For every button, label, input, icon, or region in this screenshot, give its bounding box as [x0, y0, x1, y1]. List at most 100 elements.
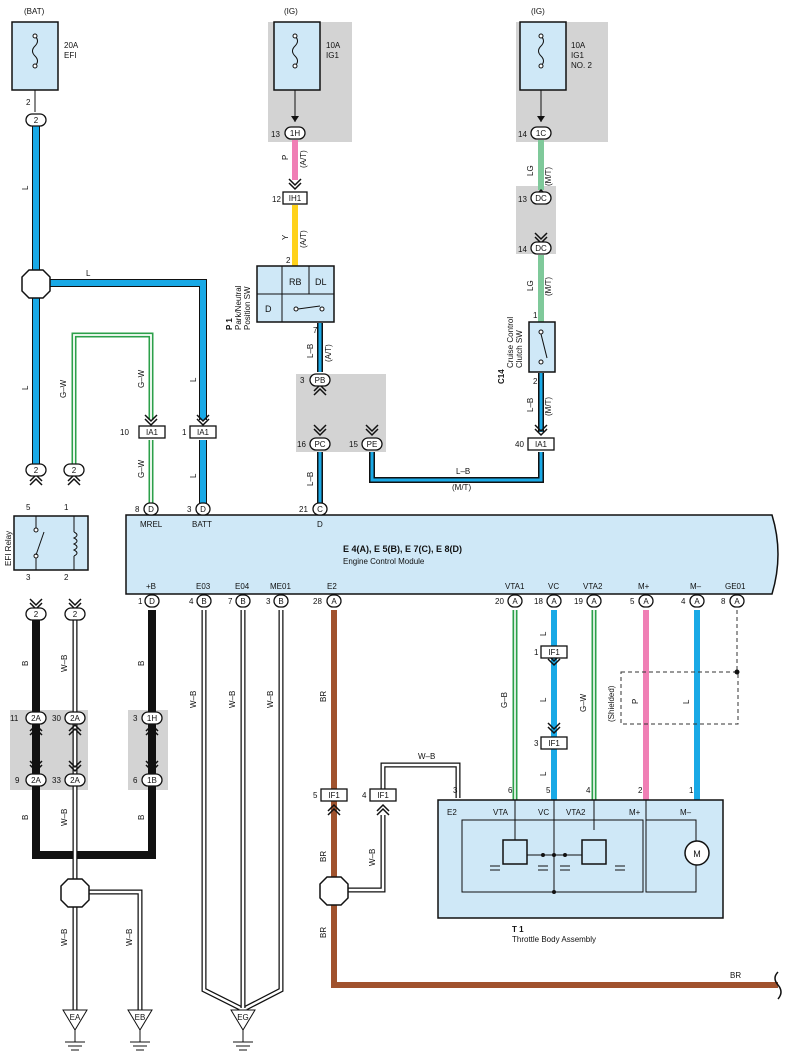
pin-3-me01: 3 [266, 597, 271, 606]
wire-label-b-1: B [21, 661, 30, 666]
wire-label-w-b-5: W–B [189, 691, 198, 708]
wire-label-g-w-2: G–W [137, 369, 146, 388]
conn-2a-b: 2A [70, 714, 80, 723]
ecm-pin-b: +B [146, 582, 156, 591]
ground-eb-label: EB [135, 1013, 146, 1022]
pin-2-mp: 2 [638, 786, 643, 795]
cruise-sw-name1: Cruise Control [506, 317, 515, 368]
ecm-pin-mp: M+ [638, 582, 650, 591]
fuse-ig1 [273, 21, 321, 122]
conn-2-low-b: 2 [73, 610, 78, 619]
pin-6-vta: 6 [508, 786, 513, 795]
pin-7: 7 [313, 326, 318, 335]
wire-w-b-ground [72, 889, 143, 1010]
shield-label: (Shielded) [607, 685, 616, 722]
conn-d-b: D [149, 597, 155, 606]
wire-label-mt-2: (M/T) [544, 277, 553, 296]
conn-c-d: C [317, 505, 323, 514]
conn-a-ge01: A [734, 597, 740, 606]
park-sw-dl: DL [315, 277, 327, 287]
ground-ea-label: EA [70, 1013, 81, 1022]
ecm-pin-mrel: MREL [140, 520, 163, 529]
pin-14-dc: 14 [518, 245, 527, 254]
fuse-ig1-name: IG1 [326, 51, 339, 60]
pin-21: 21 [299, 505, 308, 514]
inline-connectors [138, 191, 568, 802]
wire-label-l-b-1: L–B [306, 344, 315, 358]
conn-2: 2 [34, 116, 39, 125]
conn-a-mm: A [694, 597, 700, 606]
wire-label-b-4: B [137, 815, 146, 820]
fuse-ig1-amp: 10A [326, 41, 341, 50]
wire-label-b-3: B [21, 815, 30, 820]
ecm-pin-e04: E04 [235, 582, 250, 591]
wire-label-w-b-3: W–B [60, 929, 69, 946]
efi-relay-label: EFI Relay [4, 531, 13, 566]
conn-a-vc: A [551, 597, 557, 606]
fuse-ig2-name2: NO. 2 [571, 61, 592, 70]
junction [21, 269, 349, 908]
conn-dc-top: DC [535, 194, 547, 203]
motor-label: M [693, 849, 701, 859]
conn-dc-bottom: DC [535, 244, 547, 253]
pin-5-if1: 5 [313, 791, 318, 800]
wire-label-l-b-2: L–B [306, 472, 315, 486]
wire-w-b-throttle [348, 762, 461, 893]
wire-label-mt-4: (M/T) [452, 483, 471, 492]
pin-3-relay: 3 [26, 573, 31, 582]
wire-label-l-1: L [21, 185, 30, 190]
cruise-sw-name2: Clutch SW [515, 330, 524, 368]
pin-4-if1: 4 [362, 791, 367, 800]
wire-label-at-2: (A/T) [299, 230, 308, 248]
park-sw-code: P 1 [225, 318, 234, 330]
conn-1b: 1B [147, 776, 157, 785]
conn-ia1-a: IA1 [146, 428, 159, 437]
ecm-pin-vta2: VTA2 [583, 582, 603, 591]
conn-pc: PC [314, 440, 325, 449]
ecm-pin-me01: ME01 [270, 582, 291, 591]
conn-a-vta2: A [591, 597, 597, 606]
wire-label-br-1: BR [319, 691, 328, 702]
ecm-pin-d: D [317, 520, 323, 529]
wire-label-mt-3: (M/T) [544, 397, 553, 416]
conn-a-mp: A [643, 597, 649, 606]
park-sw-name1: Park/Neutral [234, 285, 243, 330]
pin-1-b: 1 [138, 597, 143, 606]
wire-label-w-b-8: W–B [418, 752, 435, 761]
pin-5-mp: 5 [630, 597, 635, 606]
conn-2-low-a: 2 [34, 610, 39, 619]
conn-2a-d: 2A [70, 776, 80, 785]
pin-1-ia1: 1 [182, 428, 187, 437]
wire-label-p-2: P [631, 699, 640, 704]
efi-relay [13, 515, 89, 571]
fuse-ig1-no2 [519, 21, 567, 122]
pin-9: 9 [15, 776, 20, 785]
wire-label-l-9: L [682, 699, 691, 704]
ecm-pin-batt: BATT [192, 520, 212, 529]
wire-label-at-1: (A/T) [299, 150, 308, 168]
fuse-ig2-amp: 10A [571, 41, 586, 50]
conn-b-e04: B [240, 597, 245, 606]
wire-label-g-w-1: G–W [59, 379, 68, 398]
pin-10: 10 [120, 428, 129, 437]
ecm-box [125, 514, 779, 595]
conn-if1-br: IF1 [328, 791, 340, 800]
tb-pin-vta2: VTA2 [566, 808, 586, 817]
pin-2-relay: 2 [64, 573, 69, 582]
wire-br [331, 610, 778, 988]
wire-label-g-w-3: G–W [137, 459, 146, 478]
conn-2a-a: 2A [31, 714, 41, 723]
pin-5-vc: 5 [546, 786, 551, 795]
pin-20: 20 [495, 597, 504, 606]
tb-pin-vta: VTA [493, 808, 509, 817]
wire-label-g-w-4: G–W [579, 693, 588, 712]
park-neutral-switch [256, 265, 335, 323]
conn-ih1: IH1 [289, 194, 302, 203]
pin-3-batt: 3 [187, 505, 192, 514]
pin-28: 28 [313, 597, 322, 606]
wire-label-w-b-7: W–B [266, 691, 275, 708]
pin-8-mrel: 8 [135, 505, 140, 514]
conn-1h: 1H [290, 129, 300, 138]
wire-label-w-b-9: W–B [368, 849, 377, 866]
